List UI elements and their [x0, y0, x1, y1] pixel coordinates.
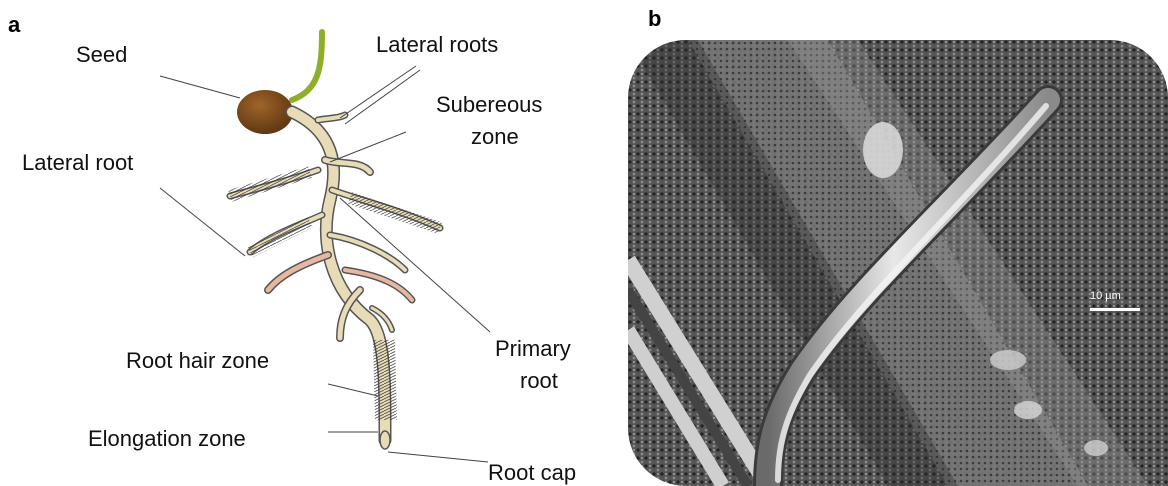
- label-subereous-zone: zone: [471, 124, 519, 150]
- label-elongation-zone: Elongation zone: [88, 426, 246, 452]
- label-primary: Primary: [495, 336, 571, 362]
- stem: [292, 32, 322, 100]
- label-root-cap: Root cap: [488, 460, 576, 486]
- label-seed: Seed: [76, 42, 127, 68]
- root-tip: [380, 431, 390, 449]
- scale-bar-label: 10 µm: [1090, 290, 1121, 302]
- root-system-diagram: [0, 0, 620, 486]
- lateral-root-6: [330, 235, 405, 270]
- label-subereous: Subereous: [436, 92, 542, 118]
- scale-bar: [1090, 308, 1140, 311]
- label-lateral-roots: Lateral roots: [376, 32, 498, 58]
- label-root-hair-zone: Root hair zone: [126, 348, 269, 374]
- panel-b-letter: b: [648, 6, 661, 32]
- label-primary-root: root: [520, 368, 558, 394]
- label-lateral-root: Lateral root: [22, 150, 133, 176]
- sem-micrograph: [628, 40, 1168, 486]
- seed-shape: [237, 90, 293, 134]
